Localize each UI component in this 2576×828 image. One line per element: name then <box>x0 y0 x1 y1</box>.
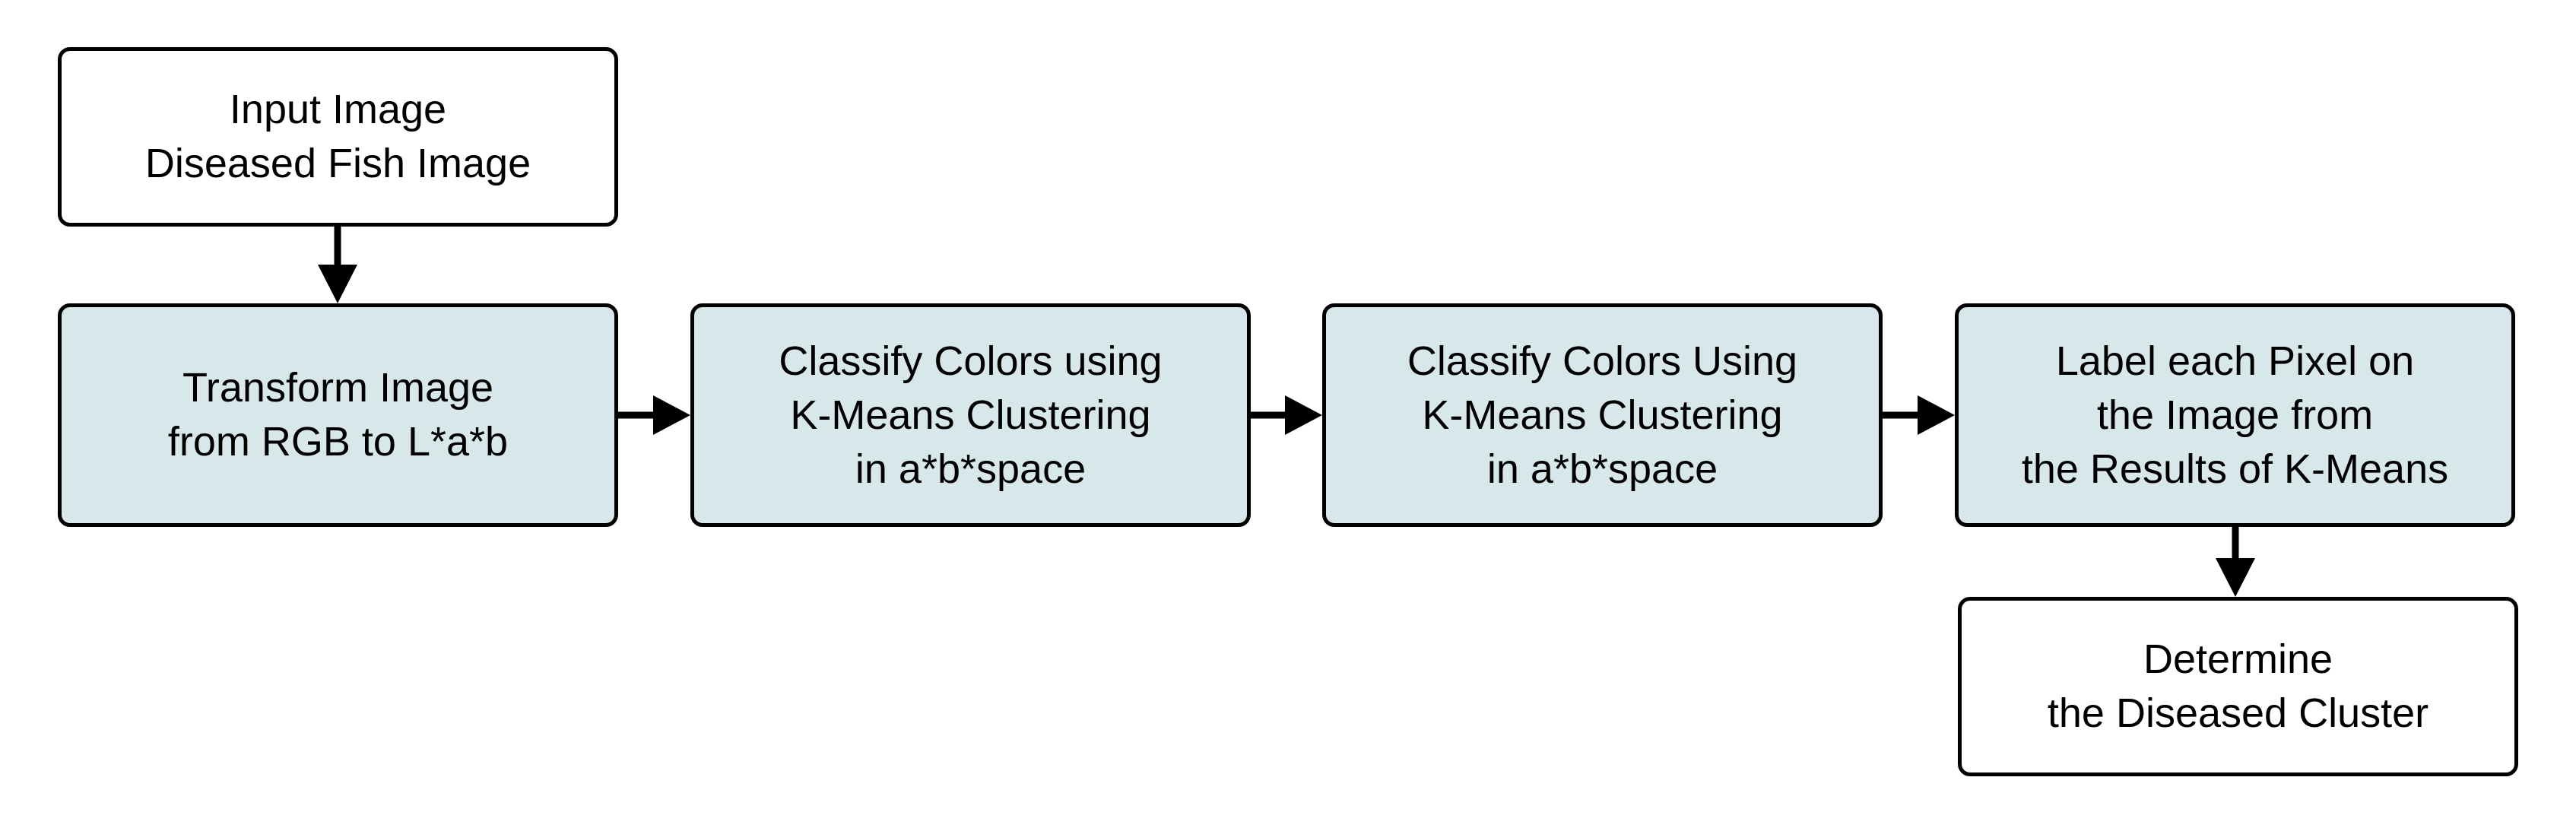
node-label-pixels: Label each Pixel on the Image from the R… <box>1955 303 2515 527</box>
node-determine-cluster-line-1: Determine <box>2143 636 2333 682</box>
node-input-image: Input Image Diseased Fish Image <box>58 47 618 227</box>
arrow-label-to-determine <box>2216 527 2255 597</box>
node-classify-colors-1-line-3: in a*b*space <box>855 446 1087 492</box>
node-transform-image: Transform Image from RGB to L*a*b <box>58 303 618 527</box>
node-input-image-line-2: Diseased Fish Image <box>144 141 531 186</box>
node-determine-cluster: Determine the Diseased Cluster <box>1958 597 2518 776</box>
node-determine-cluster-line-2: the Diseased Cluster <box>2047 690 2429 736</box>
node-input-image-line-1: Input Image <box>229 87 447 132</box>
arrow-transform-to-classify1 <box>618 395 690 435</box>
node-classify-colors-2-line-2: K-Means Clustering <box>1422 392 1783 438</box>
node-classify-colors-2-line-1: Classify Colors Using <box>1407 338 1798 384</box>
node-classify-colors-1: Classify Colors using K-Means Clustering… <box>690 303 1251 527</box>
node-classify-colors-2-line-3: in a*b*space <box>1486 446 1718 492</box>
arrow-classify2-to-label <box>1883 395 1955 435</box>
node-label-pixels-line-2: the Image from <box>2096 392 2374 438</box>
arrow-classify1-to-classify2 <box>1251 395 1322 435</box>
node-label-pixels-line-3: the Results of K-Means <box>2021 446 2449 492</box>
node-label-pixels-line-1: Label each Pixel on <box>2055 338 2415 384</box>
node-classify-colors-2: Classify Colors Using K-Means Clustering… <box>1322 303 1883 527</box>
node-classify-colors-1-line-1: Classify Colors using <box>779 338 1163 384</box>
node-classify-colors-1-line-2: K-Means Clustering <box>790 392 1151 438</box>
node-transform-image-line-1: Transform Image <box>182 365 494 411</box>
node-transform-image-line-2: from RGB to L*a*b <box>167 419 509 465</box>
arrow-input-to-transform <box>318 227 357 303</box>
